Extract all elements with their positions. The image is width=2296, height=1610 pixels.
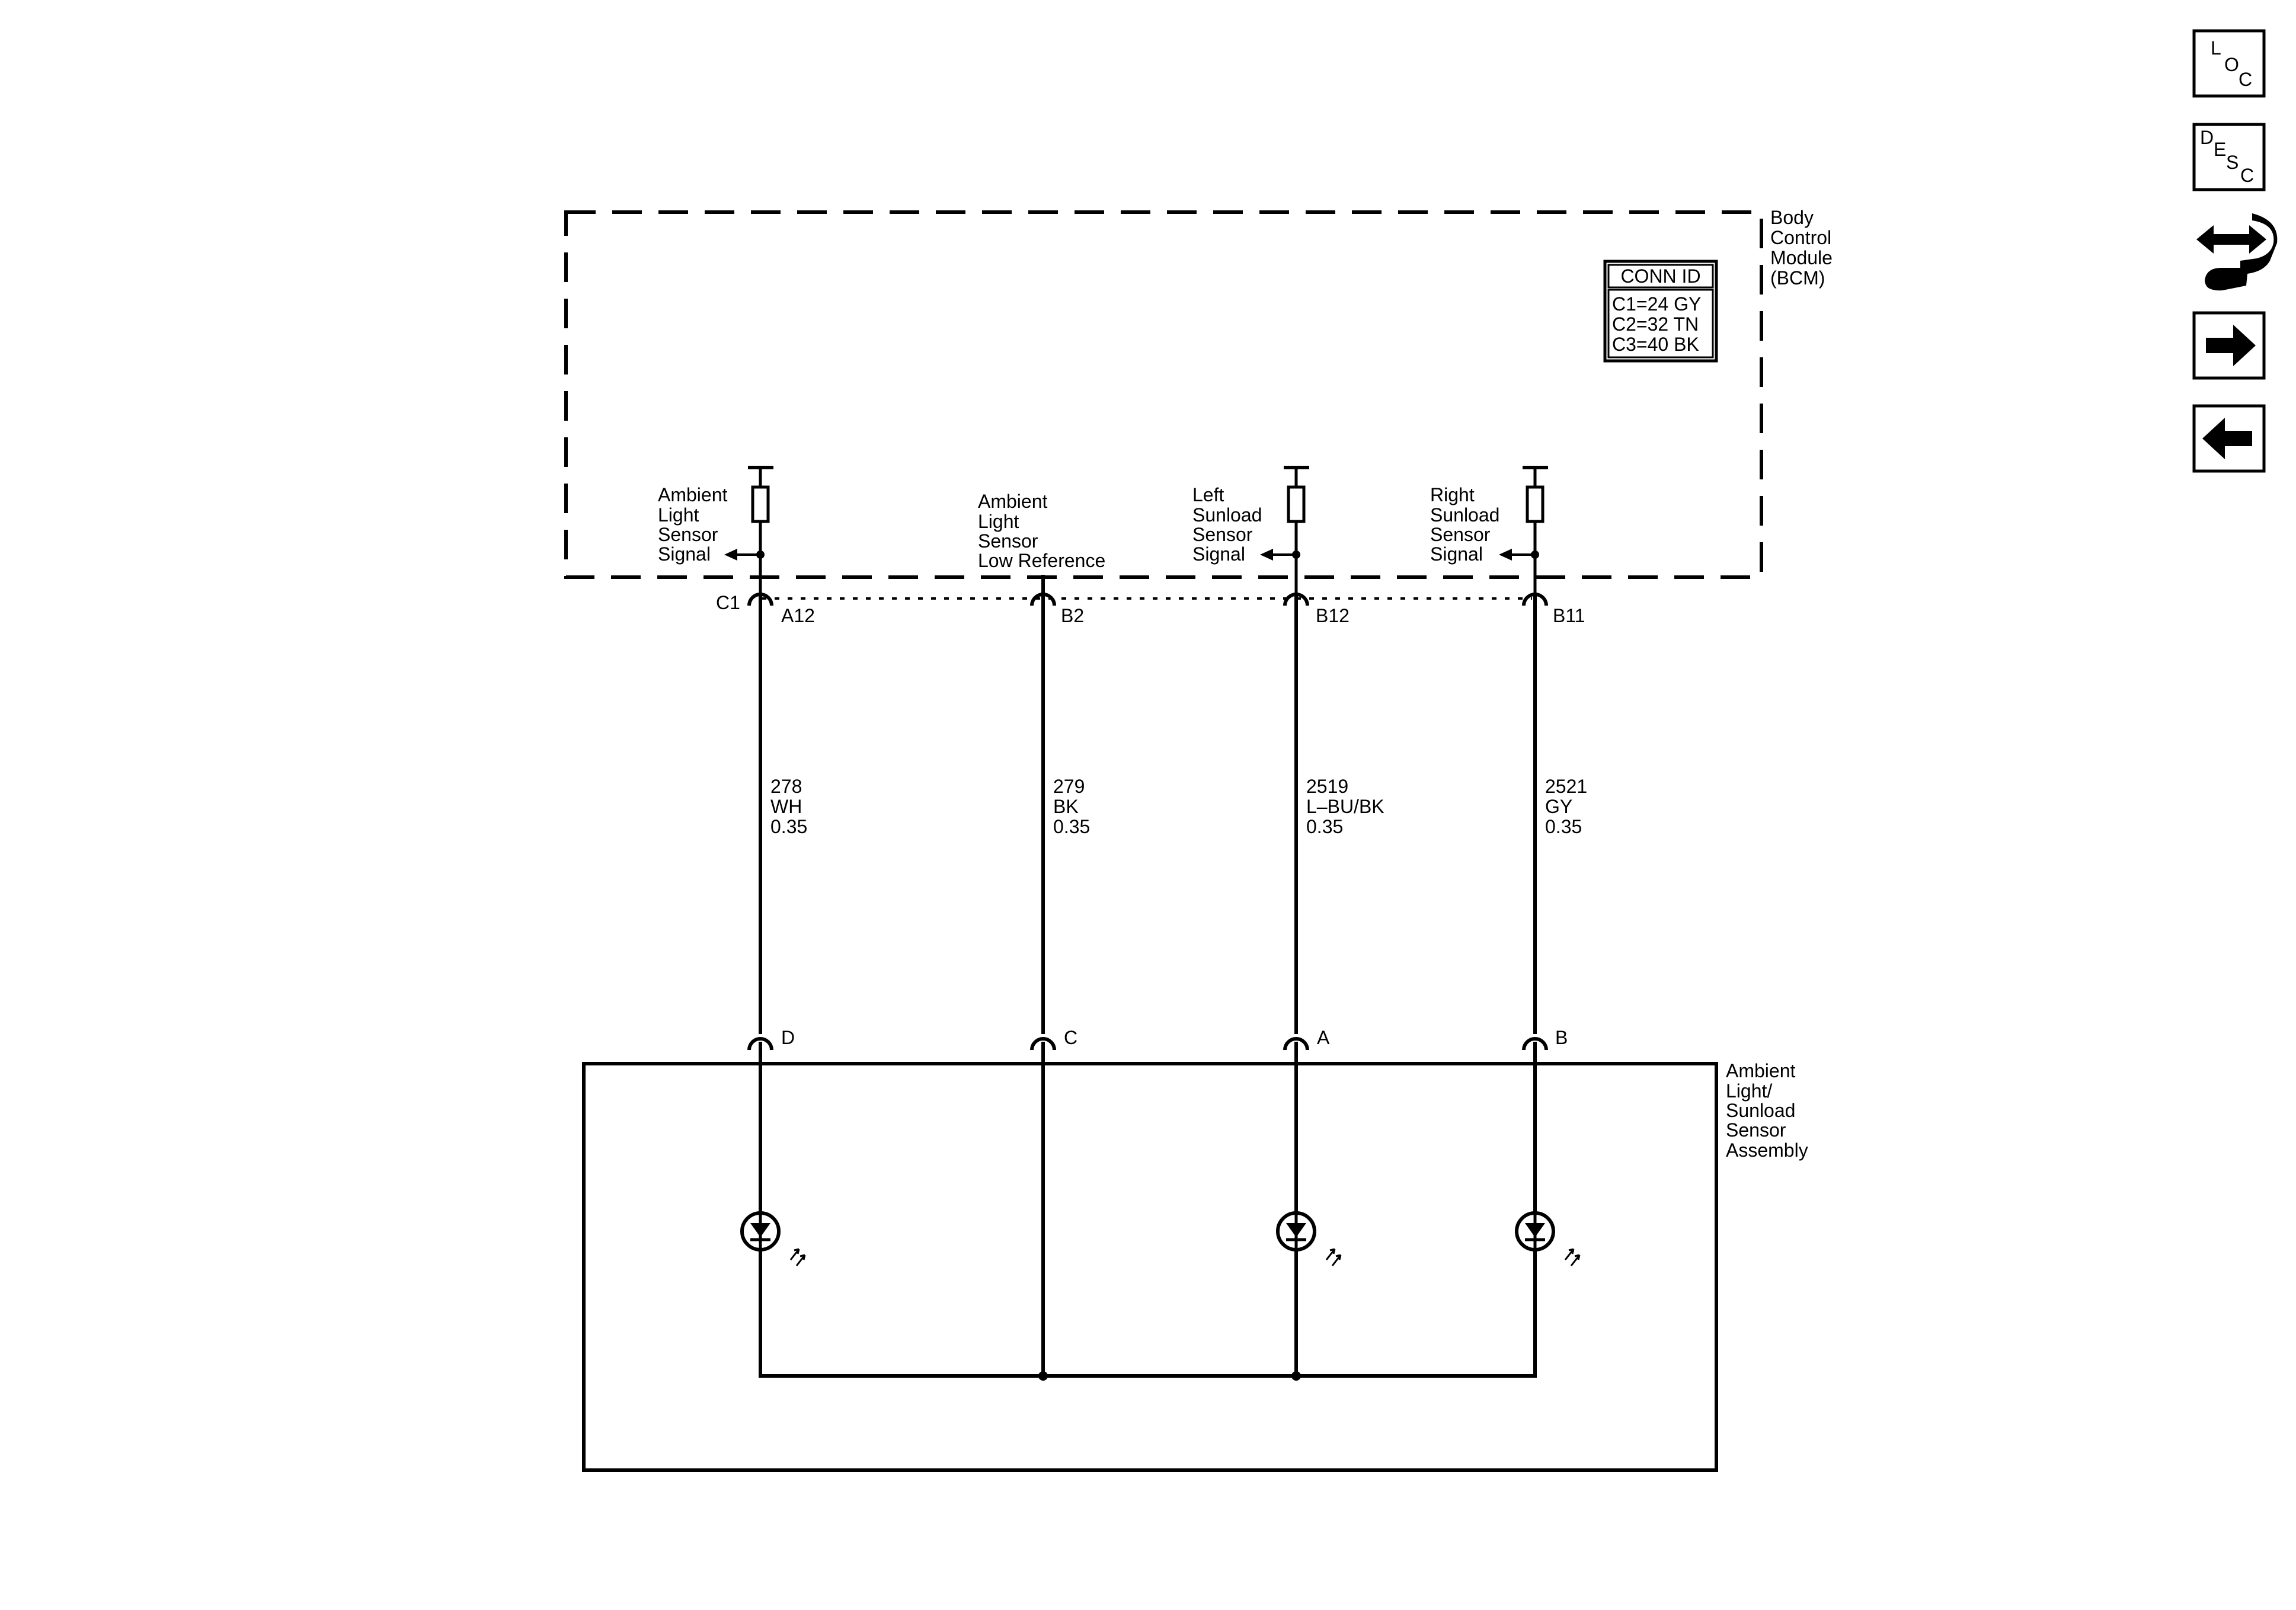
signal-arrow-icon — [724, 549, 737, 561]
splice-dot — [1291, 1371, 1301, 1381]
loc-button[interactable]: L O C — [2192, 29, 2266, 98]
loc-letter-o: O — [2224, 54, 2239, 75]
pullup-resistor — [1287, 485, 1306, 523]
next-page-button[interactable] — [2192, 311, 2266, 380]
circuit-ambient-light-signal: Ambient Light Sensor Signal A12 278 WH 0… — [658, 466, 815, 1378]
desc-letter-e: E — [2214, 139, 2226, 160]
connector-wrench-icon — [2196, 213, 2278, 291]
body-control-module: Body Control Module (BCM) CONN ID C1=24 … — [564, 207, 1838, 613]
arrow-right-icon — [2206, 325, 2256, 366]
connector-pinout-button[interactable] — [2196, 213, 2278, 291]
desc-letter-d: D — [2200, 127, 2214, 148]
sensor-pin-label: B — [1555, 1027, 1568, 1048]
wire-label: 2521 GY 0.35 — [1545, 776, 1593, 837]
sensor-assembly: Ambient Light/ Sunload Sensor Assembly — [582, 1060, 1808, 1472]
connector-c1-label: C1 — [716, 592, 740, 613]
sensor-pin-label: C — [1064, 1027, 1077, 1048]
arrow-left-icon — [2202, 418, 2252, 459]
photodiode-icon — [740, 1211, 806, 1266]
conn-id-c2: C2=32 TN — [1612, 313, 1699, 335]
bcm-pin-label: A12 — [781, 605, 815, 626]
signal-label: Ambient Light Sensor Low Reference — [978, 491, 1105, 571]
sensor-pin-label: D — [781, 1027, 795, 1048]
conn-id-c1: C1=24 GY — [1612, 293, 1701, 315]
bcm-pin-label: B11 — [1553, 605, 1585, 626]
sensor-assembly-title: Ambient Light/ Sunload Sensor Assembly — [1726, 1060, 1808, 1161]
sensor-pin-label: A — [1317, 1027, 1330, 1048]
loc-letter-c: C — [2239, 69, 2252, 90]
wire-label: 278 WH 0.35 — [770, 776, 807, 837]
wire-label: 279 BK 0.35 — [1053, 776, 1090, 837]
sensor-pin-terminal — [1522, 1037, 1548, 1051]
conn-id-title: CONN ID — [1620, 265, 1700, 287]
signal-arrow-icon — [1260, 549, 1273, 561]
pullup-resistor — [751, 485, 770, 523]
bcm-title: Body Control Module (BCM) — [1770, 207, 1838, 289]
signal-label: Left Sunload Sensor Signal — [1192, 484, 1267, 565]
desc-button[interactable]: D E S C — [2192, 123, 2266, 191]
bcm-pin-label: B12 — [1316, 605, 1350, 626]
wire-label: 2519 L–BU/BK 0.35 — [1306, 776, 1390, 837]
loc-letter-l: L — [2211, 37, 2221, 59]
conn-id-table: CONN ID C1=24 GY C2=32 TN C3=40 BK — [1603, 260, 1718, 363]
circuit-left-sunload-signal: Left Sunload Sensor Signal B12 2519 L–BU… — [1192, 466, 1390, 1378]
desc-letter-s: S — [2226, 152, 2239, 173]
previous-page-button[interactable] — [2192, 404, 2266, 473]
circuit-right-sunload-signal: Right Sunload Sensor Signal B11 2521 GY … — [1430, 466, 1593, 1378]
signal-arrow-icon — [1499, 549, 1512, 561]
circuit-ambient-light-low-reference: Ambient Light Sensor Low Reference B2 27… — [978, 491, 1105, 1378]
signal-label: Ambient Light Sensor Signal — [658, 484, 733, 565]
photodiode-icon — [1515, 1211, 1581, 1266]
signal-label: Right Sunload Sensor Signal — [1430, 484, 1505, 565]
splice-dot — [1038, 1371, 1048, 1381]
desc-letter-c: C — [2240, 165, 2254, 186]
sensor-pin-terminal — [1030, 1037, 1056, 1051]
photodiode-icon — [1276, 1211, 1342, 1266]
sensor-pin-terminal — [1283, 1037, 1309, 1051]
sensor-pin-terminal — [747, 1037, 773, 1051]
pullup-resistor — [1526, 485, 1544, 523]
bcm-pin-label: B2 — [1061, 605, 1084, 626]
conn-id-c3: C3=40 BK — [1612, 334, 1699, 355]
